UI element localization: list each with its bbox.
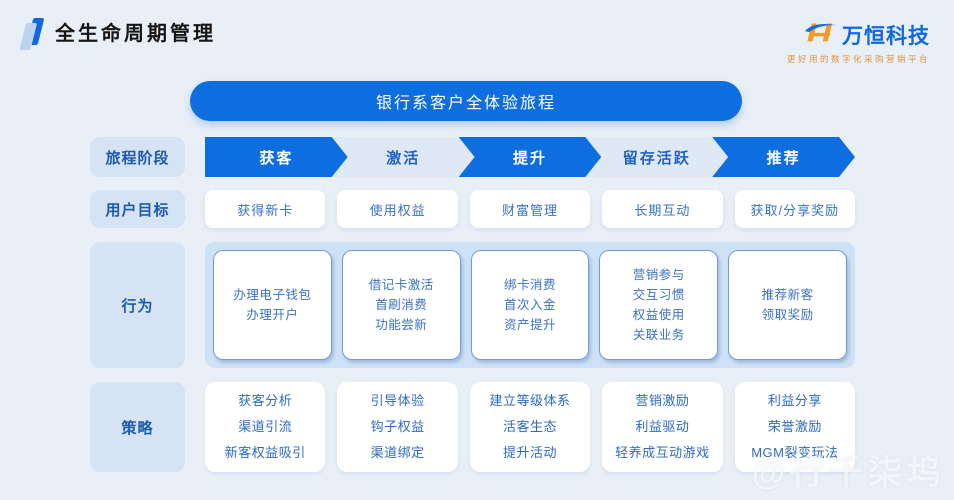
brand-h-swoosh-icon xyxy=(804,19,838,50)
goal-item: 获取/分享奖励 xyxy=(734,190,856,228)
goal-item: 使用权益 xyxy=(337,190,458,228)
behavior-row-label: 行为 xyxy=(90,242,185,368)
brand-tagline: 更好用的数字化采购营销平台 xyxy=(786,54,930,64)
journey-banner: 银行系客户全体验旅程 xyxy=(190,81,742,121)
stage-row-label: 旅程阶段 xyxy=(90,137,185,177)
strategy-row: 策略 获客分析 渠道引流 新客权益吸引 引导体验 钩子权益 渠道绑定 建立等级体… xyxy=(90,382,954,472)
behavior-panel: 办理电子钱包 办理开户 借记卡激活 首刷消费 功能尝新 绑卡消费 首次入金 资产… xyxy=(205,242,855,368)
strategy-row-label: 策略 xyxy=(90,382,185,472)
stage-retain: 留存活跃 xyxy=(585,137,728,177)
page-title: 全生命周期管理 xyxy=(55,23,216,45)
title-block: 全生命周期管理 xyxy=(26,17,216,46)
behavior-card: 绑卡消费 首次入金 资产提升 xyxy=(470,250,590,360)
page-header: 全生命周期管理 万恒科技 更好用的数字化采购营销平台 xyxy=(0,13,954,64)
stage-refer: 推荐 xyxy=(712,137,855,177)
brand-logo-top: 万恒科技 xyxy=(804,19,930,50)
stage-chevron-bar: 获客 激活 提升 留存活跃 推荐 xyxy=(205,137,855,177)
strategy-card: 引导体验 钩子权益 渠道绑定 xyxy=(337,382,458,472)
goal-item: 长期互动 xyxy=(602,190,723,228)
strategy-card: 获客分析 渠道引流 新客权益吸引 xyxy=(205,382,326,472)
stage-acquire: 获客 xyxy=(205,137,348,177)
strategy-row-content: 获客分析 渠道引流 新客权益吸引 引导体验 钩子权益 渠道绑定 建立等级体系 活… xyxy=(205,382,856,472)
strategy-card: 营销激励 利益驱动 轻养成互动游戏 xyxy=(602,382,723,472)
stage-activate: 激活 xyxy=(332,137,475,177)
goal-row-content: 获得新卡 使用权益 财富管理 长期互动 获取/分享奖励 xyxy=(205,190,856,228)
behavior-card: 办理电子钱包 办理开户 xyxy=(213,250,332,360)
brand-name: 万恒科技 xyxy=(842,24,930,48)
goal-item: 财富管理 xyxy=(469,190,591,228)
strategy-card: 利益分享 荣誉激励 MGM裂变玩法 xyxy=(734,382,856,472)
behavior-card: 借记卡激活 首刷消费 功能尝新 xyxy=(341,250,461,360)
stage-row: 旅程阶段 获客 激活 提升 留存活跃 推荐 xyxy=(90,137,954,177)
title-accent-bar-icon xyxy=(26,18,45,45)
behavior-card: 营销参与 交互习惯 权益使用 关联业务 xyxy=(599,250,719,360)
strategy-card: 建立等级体系 活客生态 提升活动 xyxy=(469,382,591,472)
behavior-card: 推荐新客 领取奖励 xyxy=(728,250,847,360)
behavior-row: 行为 办理电子钱包 办理开户 借记卡激活 首刷消费 功能尝新 绑卡消费 首次入金… xyxy=(90,242,954,368)
brand-logo: 万恒科技 更好用的数字化采购营销平台 xyxy=(787,19,930,65)
goal-row-label: 用户目标 xyxy=(90,190,185,228)
stage-improve: 提升 xyxy=(459,137,602,177)
goal-item: 获得新卡 xyxy=(205,190,326,228)
goal-row: 用户目标 获得新卡 使用权益 财富管理 长期互动 获取/分享奖励 xyxy=(90,190,954,228)
